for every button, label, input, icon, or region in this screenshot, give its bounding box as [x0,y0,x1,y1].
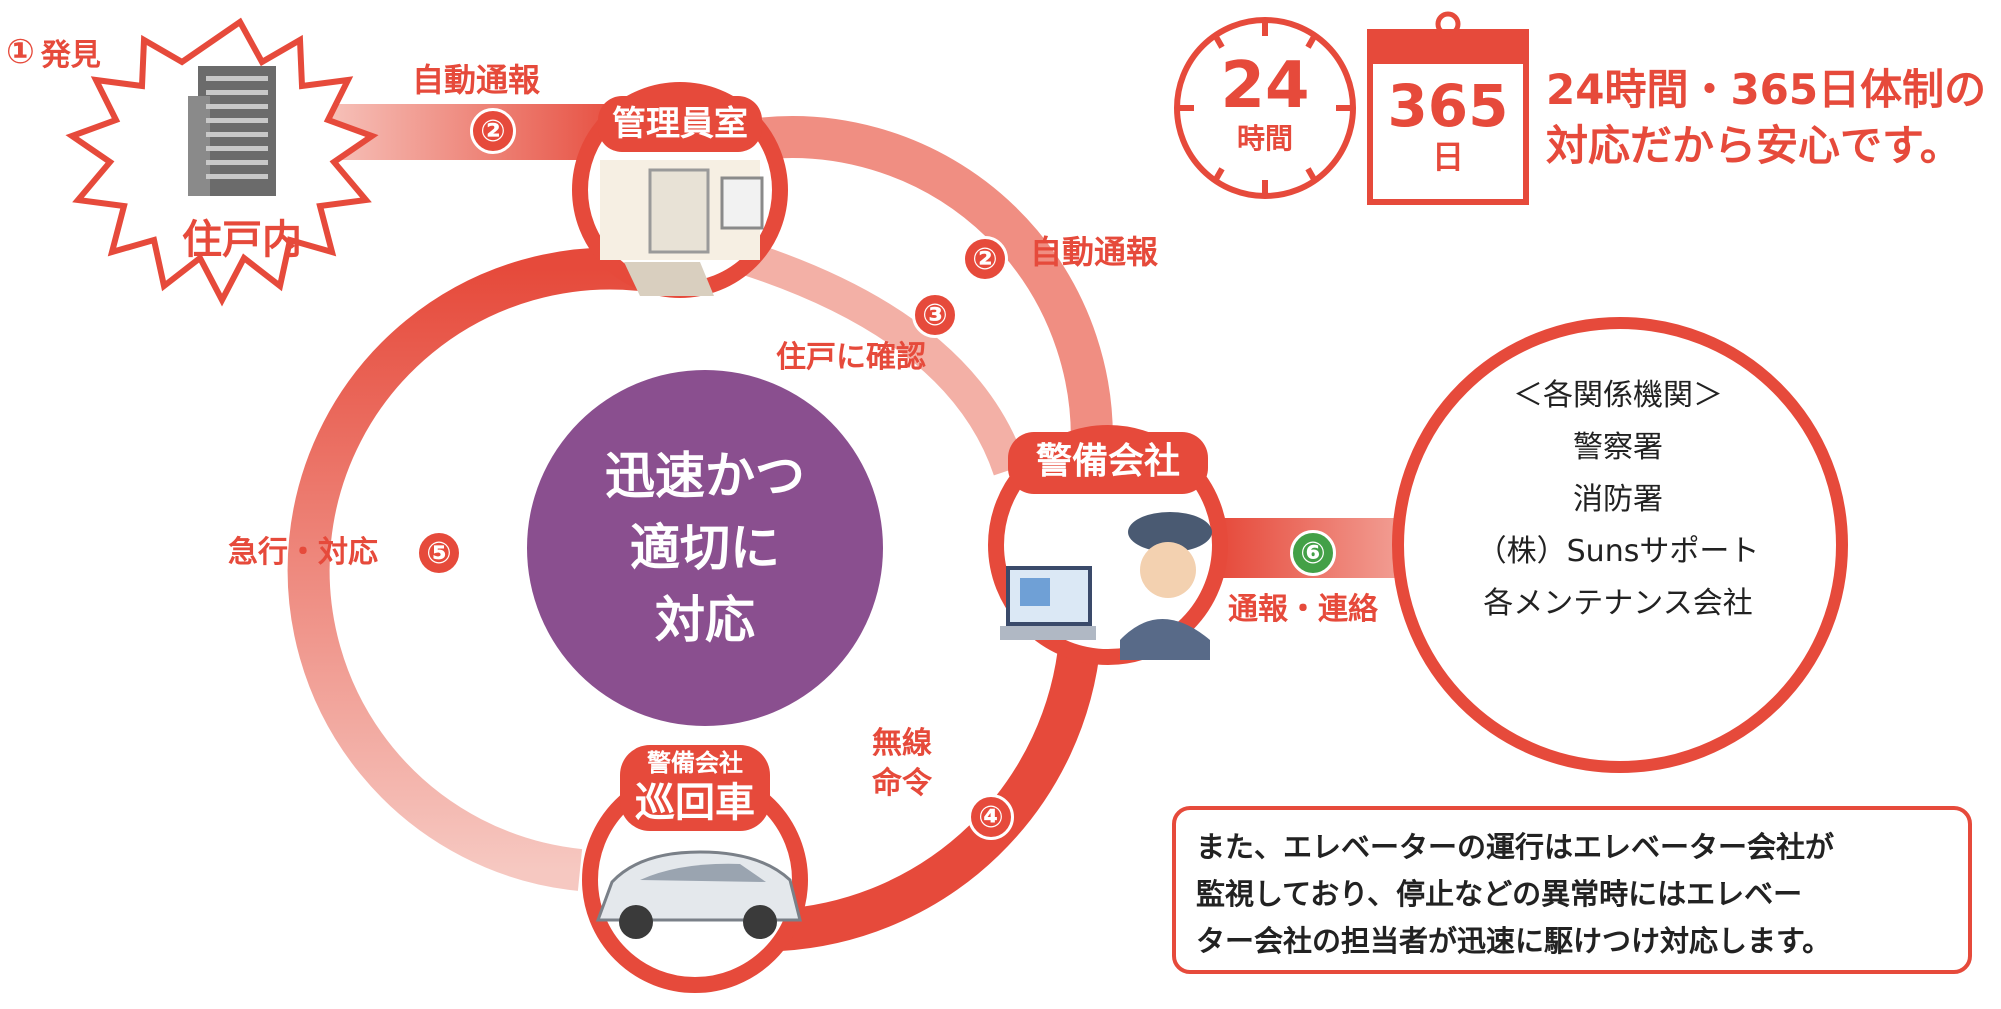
center-line-1: 迅速かつ [527,440,883,512]
patrol-car-title: 巡回車 [620,780,770,826]
residence-label: 住戸内 [172,216,312,264]
building-icon [188,66,276,196]
organizations-list: ＜各関係機関＞ 警察署 消防署 （株）Sunsサポート 各メンテナンス会社 [1408,370,1828,630]
clock-number: 24 [1195,52,1335,120]
clock-unit: 時間 [1195,122,1335,156]
tagline-line-1: 24時間・365日体制の [1546,62,1986,118]
organization-item: 各メンテナンス会社 [1408,578,1828,630]
calendar-unit: 日 [1372,138,1524,176]
discovery-text: 発見 [41,30,101,74]
auto-report-label-1: 自動通報 [412,60,540,100]
organization-item: 警察署 [1408,422,1828,474]
center-line-3: 対応 [527,584,883,656]
organization-item: 消防署 [1408,474,1828,526]
security-company-title: 警備会社 [1008,442,1208,482]
note-line-3: ター会社の担当者が迅速に駆けつけ対応します。 [1196,918,1948,965]
patrol-company-subtitle: 警備会社 [620,748,770,778]
radio-label-line1: 無線 [872,724,932,764]
notify-label: 通報・連絡 [1228,590,1378,630]
auto-report-label-2: 自動通報 [1030,232,1158,272]
confirm-label: 住戸に確認 [776,338,926,378]
center-message: 迅速かつ 適切に 対応 [527,440,883,656]
step-4-badge: ④ [968,794,1014,840]
organizations-title: ＜各関係機関＞ [1408,370,1828,422]
elevator-note-box: また、エレベーターの運行はエレベーター会社が 監視しており、停止などの異常時には… [1172,806,1972,974]
step-2-badge-1: ② [470,108,516,154]
rush-label: 急行・対応 [228,533,378,573]
organization-item: （株）Sunsサポート [1408,526,1828,578]
manager-room-title: 管理員室 [598,104,762,144]
note-line-1: また、エレベーターの運行はエレベーター会社が [1196,824,1948,871]
calendar-number: 365 [1372,74,1524,138]
step-2-badge-2: ② [962,236,1008,282]
discovery-label: ① 発見 [6,30,101,74]
step-6-badge: ⑥ [1290,530,1336,576]
tagline-line-2: 対応だから安心です。 [1546,118,1986,174]
radio-label-line2: 命令 [872,764,932,804]
tagline: 24時間・365日体制の 対応だから安心です。 [1546,62,1986,174]
note-line-2: 監視しており、停止などの異常時にはエレベー [1196,871,1948,918]
step-3-badge: ③ [912,292,958,338]
discovery-number: ① [6,32,35,72]
center-line-2: 適切に [527,512,883,584]
step-5-badge: ⑤ [416,530,462,576]
